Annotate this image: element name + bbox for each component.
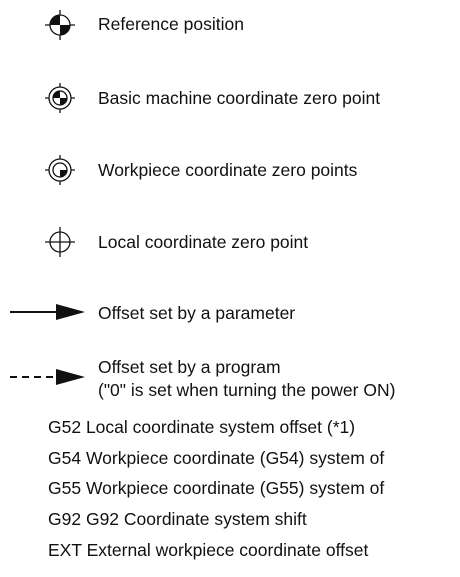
local-zero-label: Local coordinate zero point bbox=[98, 232, 309, 252]
solid-arrow-icon bbox=[10, 304, 85, 320]
code-id: G54 bbox=[48, 448, 82, 468]
code-id: G55 bbox=[48, 478, 82, 498]
offset-program-label-line1: Offset set by a program bbox=[98, 357, 281, 377]
code-row-g92: G92 G92 Coordinate system shift bbox=[48, 508, 307, 530]
code-desc: Workpiece coordinate (G54) system of bbox=[85, 448, 385, 468]
code-desc: Workpiece coordinate (G55) system of bbox=[85, 478, 385, 498]
code-desc: External workpiece coordinate offset bbox=[86, 540, 369, 560]
workpiece-zero-label: Workpiece coordinate zero points bbox=[98, 160, 358, 180]
offset-parameter-label: Offset set by a parameter bbox=[98, 303, 296, 323]
local-zero-icon bbox=[45, 227, 75, 257]
basic-machine-zero-icon bbox=[45, 83, 75, 113]
code-row-g52: G52 Local coordinate system offset (*1) bbox=[48, 416, 355, 438]
workpiece-zero-icon bbox=[45, 155, 75, 185]
code-id: G92 bbox=[48, 509, 82, 529]
basic-machine-zero-label: Basic machine coordinate zero point bbox=[98, 88, 381, 108]
code-id: EXT bbox=[48, 540, 82, 560]
code-row-ext: EXT External workpiece coordinate offset bbox=[48, 539, 368, 561]
reference-position-label: Reference position bbox=[98, 14, 244, 34]
code-desc: Local coordinate system offset (*1) bbox=[85, 417, 356, 437]
reference-position-icon bbox=[45, 10, 75, 40]
code-desc: G92 Coordinate system shift bbox=[85, 509, 307, 529]
code-row-g54: G54 Workpiece coordinate (G54) system of bbox=[48, 447, 384, 469]
code-row-g55: G55 Workpiece coordinate (G55) system of bbox=[48, 477, 384, 499]
code-id: G52 bbox=[48, 417, 82, 437]
offset-program-label-line2: ("0" is set when turning the power ON) bbox=[98, 380, 396, 400]
dashed-arrow-icon bbox=[10, 369, 85, 385]
